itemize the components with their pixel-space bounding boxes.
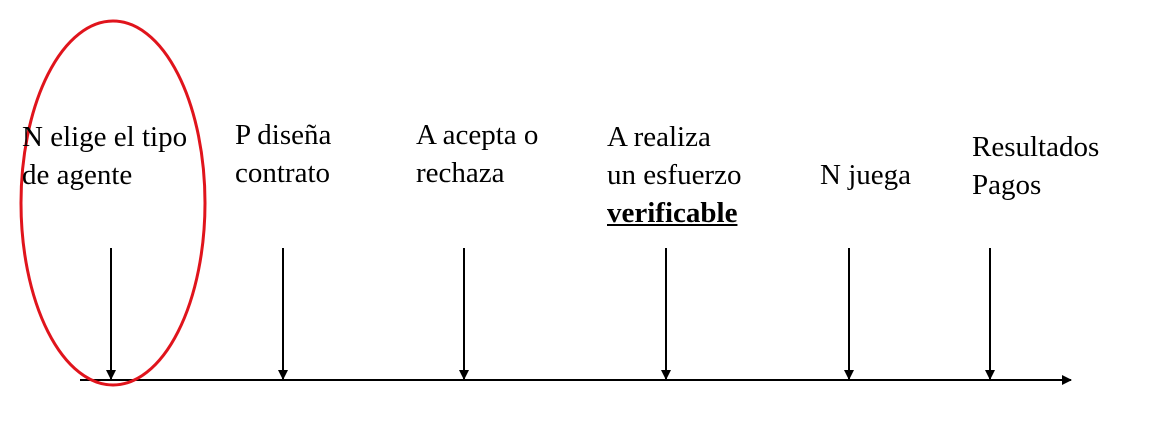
event-2-line-1: P diseña — [235, 119, 332, 151]
event-4-label: A realiza un esfuerzo verificable — [607, 118, 741, 232]
event-1-line-1: N elige el tipo — [22, 121, 188, 153]
event-2-label: P diseña contrato — [235, 116, 331, 192]
event-4-emphasis: verificable — [607, 197, 738, 229]
event-5-line-1: N juega — [820, 159, 911, 191]
highlight-ellipse — [19, 19, 207, 387]
event-6-line-1: Resultados — [972, 131, 1100, 163]
event-3-line-1: A acepta o — [416, 119, 539, 151]
event-2-line-2: contrato — [235, 157, 331, 189]
event-4-line-1: A realiza — [607, 121, 711, 153]
event-4-line-2: un esfuerzo — [607, 159, 742, 191]
event-1-line-2: de agente — [22, 159, 133, 191]
event-5-label: N juega — [820, 156, 911, 194]
event-3-line-2: rechaza — [416, 157, 505, 189]
event-6-label: Resultados Pagos — [972, 128, 1099, 204]
event-3-label: A acepta o rechaza — [416, 116, 538, 192]
event-1-label: N elige el tipo de agente — [22, 118, 187, 194]
event-6-line-2: Pagos — [972, 169, 1042, 201]
